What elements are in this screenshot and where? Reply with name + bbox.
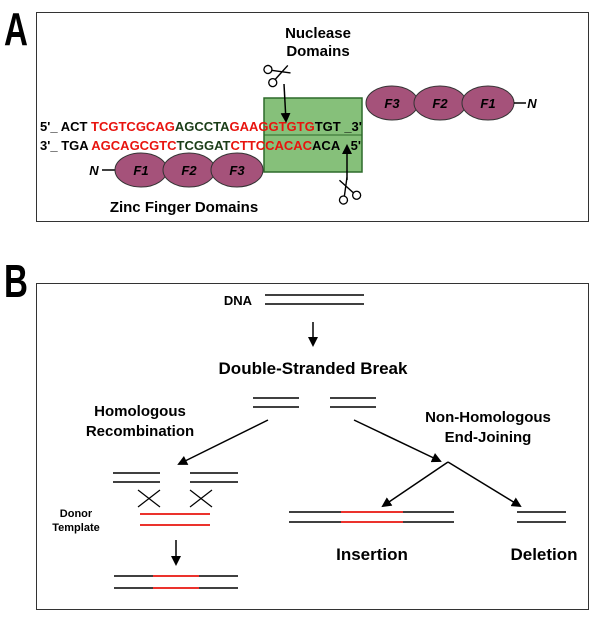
finger-label: F2 — [181, 163, 197, 178]
bottom-red-right: CTTCCACAC — [230, 138, 312, 153]
bottom-red-left: AGCAGCGTC — [91, 138, 177, 153]
nhej-label-line1: Non-Homologous — [425, 409, 551, 426]
panel-a-letter: A — [4, 3, 28, 55]
zinc-finger-top-f1: F1 — [461, 85, 515, 121]
bottom-black-left: TGA — [61, 138, 89, 153]
donor-label-line2: Template — [52, 522, 99, 534]
panel-b-letter: B — [4, 255, 28, 307]
finger-label: F2 — [432, 96, 448, 111]
top-red-left: TCGTCGCAG — [91, 119, 175, 134]
finger-label: F1 — [480, 96, 495, 111]
zinc-finger-top-f3: F3 — [365, 85, 419, 121]
donor-label-line1: Donor — [60, 508, 93, 520]
zinc-finger-bottom-f1: F1 — [114, 152, 168, 188]
top-strand-sequence: 5'_ ACT TCGTCGCAGAGCCTAGAAGGTGTGTGT _3' — [40, 119, 362, 134]
bottom-prefix: 3'_ — [40, 138, 58, 153]
homologous-label-line2: Recombination — [86, 423, 194, 440]
bottom-green-site: TCGGAT — [177, 138, 231, 153]
bottom-suffix: _5' — [342, 138, 361, 153]
finger-label: F3 — [229, 163, 245, 178]
double-stranded-break-label: Double-Stranded Break — [219, 359, 408, 378]
zinc-finger-domains-label: Zinc Finger Domains — [110, 199, 258, 216]
zinc-finger-bottom-f2: F2 — [162, 152, 216, 188]
panel-a-frame — [36, 12, 589, 222]
finger-label: F3 — [384, 96, 400, 111]
n-terminus-bottom: N — [89, 163, 99, 178]
scissors-icon — [263, 64, 291, 88]
zinc-finger-top-f2: F2 — [413, 85, 467, 121]
zinc-finger-bottom-f3: F3 — [210, 152, 264, 188]
bottom-black-right: ACA — [312, 138, 341, 153]
nuclease-label-line2: Domains — [286, 43, 349, 60]
finger-label: F1 — [133, 163, 148, 178]
scissors-icon — [338, 177, 362, 205]
top-suffix: _3' — [343, 119, 362, 134]
top-red-right: GAAGGTGTG — [229, 119, 314, 134]
top-prefix: 5'_ — [40, 119, 58, 134]
nhej-label-line2: End-Joining — [445, 429, 532, 446]
dna-label: DNA — [224, 293, 253, 308]
insertion-label: Insertion — [336, 545, 408, 564]
top-black-left: ACT — [61, 119, 88, 134]
top-black-right: TGT — [315, 119, 341, 134]
top-green-site: AGCCTA — [175, 119, 230, 134]
panel-b-frame — [36, 283, 589, 610]
homologous-label-line1: Homologous — [94, 403, 186, 420]
n-terminus-top: N — [527, 96, 537, 111]
deletion-label: Deletion — [510, 545, 577, 564]
nuclease-label-line1: Nuclease — [285, 25, 351, 42]
bottom-strand-sequence: 3'_ TGA AGCAGCGTCTCGGATCTTCCACACACA _5' — [40, 138, 361, 153]
